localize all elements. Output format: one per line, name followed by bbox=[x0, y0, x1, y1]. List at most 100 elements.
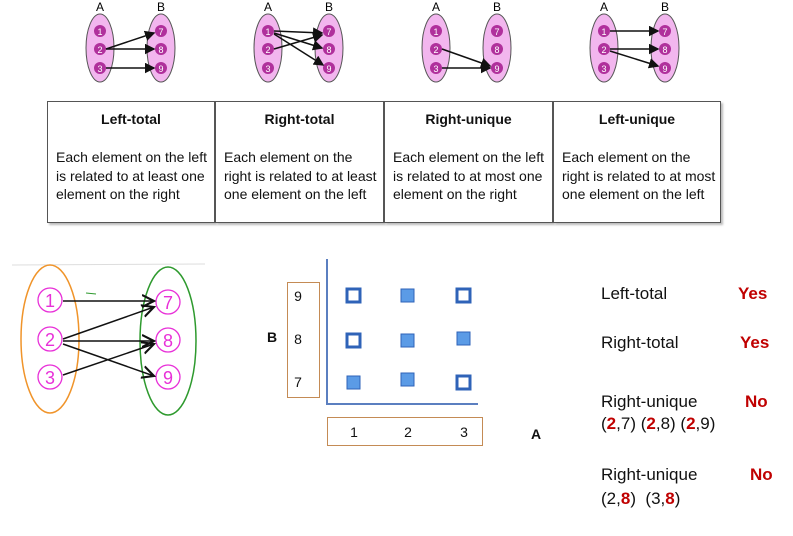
node-a3-label: 3 bbox=[433, 64, 438, 74]
mapping-diagram-left-unique: A B 1 2 3 7 8 9 bbox=[589, 0, 680, 83]
answer-left-total: Yes bbox=[738, 284, 768, 303]
node-a3-label: 3 bbox=[601, 64, 606, 74]
cell-3-9-open bbox=[455, 287, 472, 304]
mapping-diagram-right-unique: A B 1 2 3 7 8 9 bbox=[421, 0, 512, 83]
cell-3-7-open bbox=[455, 374, 472, 391]
set-b-label: B bbox=[157, 0, 165, 14]
set-b-label: B bbox=[325, 0, 333, 14]
set-a-label: A bbox=[264, 0, 272, 14]
edge bbox=[609, 50, 660, 69]
node-a1-label: 1 bbox=[601, 27, 606, 37]
node-a1-label: 1 bbox=[265, 27, 270, 37]
cell-3-8-filled bbox=[456, 331, 471, 346]
node-b9-label: 9 bbox=[158, 64, 163, 74]
definition-title: Left-total bbox=[101, 111, 161, 127]
y-tick-7: 7 bbox=[294, 374, 302, 390]
definition-text: Each element on the right is related to … bbox=[224, 149, 377, 202]
node-a2-label: 2 bbox=[433, 45, 438, 55]
mapping-diagram-left-total: A B 1 2 3 7 8 9 bbox=[85, 0, 176, 83]
node-b8 bbox=[155, 43, 167, 55]
node-a1 bbox=[94, 25, 106, 37]
property-right-total: Right-total bbox=[601, 333, 679, 352]
property-right-unique-second: Right-unique bbox=[601, 465, 698, 484]
edge bbox=[273, 33, 325, 66]
node-a1-label: 1 bbox=[45, 291, 55, 311]
node-b7-label: 7 bbox=[158, 27, 163, 37]
node-b8 bbox=[659, 43, 671, 55]
node-a1-label: 1 bbox=[97, 27, 102, 37]
edge bbox=[62, 344, 154, 376]
cell-1-9-open bbox=[345, 287, 362, 304]
node-a2-label: 2 bbox=[601, 45, 606, 55]
node-b9 bbox=[659, 62, 671, 74]
definition-left-unique: Left-unique Each element on the right is… bbox=[553, 101, 721, 223]
property-right-unique: Right-unique bbox=[601, 392, 698, 411]
edge bbox=[105, 30, 156, 50]
answer-right-unique: No bbox=[745, 392, 768, 411]
node-b9-label: 9 bbox=[326, 64, 331, 74]
node-b7-label: 7 bbox=[662, 27, 667, 37]
answer-right-unique-second: No bbox=[750, 465, 773, 484]
node-b7 bbox=[155, 25, 167, 37]
definitions-row: Left-total Each element on the left is r… bbox=[47, 101, 721, 225]
set-a-oval bbox=[20, 264, 80, 414]
definition-text: Each element on the right is related to … bbox=[562, 149, 716, 202]
definition-left-total: Left-total Each element on the left is r… bbox=[47, 101, 215, 223]
cell-2-7-filled bbox=[400, 372, 415, 387]
node-b9-label: 9 bbox=[494, 64, 499, 74]
node-b9 bbox=[155, 62, 167, 74]
set-b-label: B bbox=[661, 0, 669, 14]
x-tick-2: 2 bbox=[404, 424, 412, 440]
edge bbox=[273, 32, 324, 50]
node-a1 bbox=[262, 25, 274, 37]
node-b7-label: 7 bbox=[494, 27, 499, 37]
edge bbox=[62, 307, 154, 340]
set-b-label: B bbox=[493, 0, 501, 14]
y-tick-8: 8 bbox=[294, 331, 302, 347]
node-b8-label: 8 bbox=[662, 45, 667, 55]
definition-right-unique: Right-unique Each element on the left is… bbox=[384, 101, 553, 223]
node-a3 bbox=[94, 62, 106, 74]
definition-text: Each element on the left is related to a… bbox=[393, 149, 544, 202]
node-a1 bbox=[598, 25, 610, 37]
node-b7 bbox=[659, 25, 671, 37]
mapping-diagrams: A B 1 2 3 7 8 9 A B 1 2 3 7 8 9 A B 1 2 bbox=[85, 0, 680, 83]
mapping-diagram-right-total: A B 1 2 3 7 8 9 bbox=[253, 0, 344, 83]
relation-grid-plot bbox=[326, 259, 478, 405]
node-a2 bbox=[598, 43, 610, 55]
property-left-total: Left-total bbox=[601, 284, 668, 303]
y-tick-box bbox=[287, 282, 320, 398]
node-b8-label: 8 bbox=[163, 331, 173, 351]
node-a2 bbox=[94, 43, 106, 55]
definition-text: Each element on the left is related to a… bbox=[56, 149, 207, 202]
separator-line bbox=[11, 263, 206, 266]
y-axis-label: B bbox=[267, 329, 278, 345]
counterexample-pairs-second: (2,8) (3,8) bbox=[601, 489, 681, 508]
set-a-label: A bbox=[432, 0, 440, 14]
node-b9 bbox=[323, 62, 335, 74]
set-a-label: A bbox=[600, 0, 608, 14]
node-a2-label: 2 bbox=[45, 330, 55, 350]
node-b8 bbox=[323, 43, 335, 55]
node-a1 bbox=[37, 287, 63, 313]
stray-mark bbox=[85, 292, 97, 295]
node-a3 bbox=[262, 62, 274, 74]
definition-title: Right-total bbox=[264, 111, 335, 127]
edge bbox=[273, 32, 324, 51]
cell-1-7-filled bbox=[346, 375, 361, 390]
node-a2 bbox=[262, 43, 274, 55]
hand-drawn-relation: 1 2 3 7 8 9 bbox=[11, 263, 206, 416]
node-a3-label: 3 bbox=[97, 64, 102, 74]
node-b9-label: 9 bbox=[163, 368, 173, 388]
y-tick-9: 9 bbox=[294, 288, 302, 304]
node-a3-label: 3 bbox=[265, 64, 270, 74]
definition-right-total: Right-total Each element on the right is… bbox=[215, 101, 384, 223]
node-b9-label: 9 bbox=[662, 64, 667, 74]
cell-1-8-open bbox=[345, 332, 362, 349]
node-b7-label: 7 bbox=[326, 27, 331, 37]
x-tick-box bbox=[327, 417, 483, 446]
node-b8-label: 8 bbox=[494, 45, 499, 55]
node-a3 bbox=[37, 364, 63, 390]
node-b8-label: 8 bbox=[326, 45, 331, 55]
edge bbox=[273, 27, 324, 38]
